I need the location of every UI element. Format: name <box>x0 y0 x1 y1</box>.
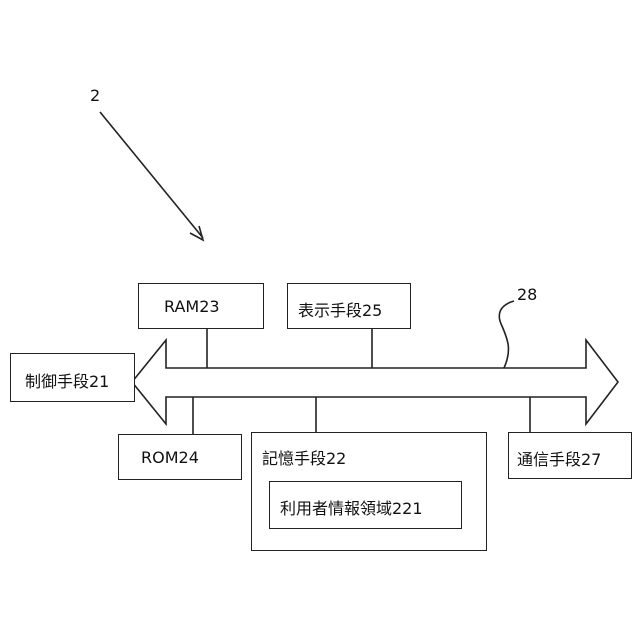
comm-block: 通信手段27 <box>508 432 632 479</box>
user-info-area-label: 利用者情報領域221 <box>280 495 423 519</box>
ram-block: RAM23 <box>138 283 264 329</box>
comm-label: 通信手段27 <box>517 446 601 470</box>
storage-block: 記憶手段22 利用者情報領域221 <box>251 432 487 551</box>
rom-block: ROM24 <box>118 434 242 480</box>
user-info-area-block: 利用者情報領域221 <box>269 481 462 529</box>
device-leader-line <box>100 112 203 238</box>
bus-reference-numeral: 28 <box>517 285 537 304</box>
control-label: 制御手段21 <box>25 368 109 392</box>
device-reference-numeral: 2 <box>90 86 100 105</box>
control-block: 制御手段21 <box>10 353 135 402</box>
rom-label: ROM24 <box>141 448 199 467</box>
display-block: 表示手段25 <box>287 283 411 329</box>
bus-leader-line <box>499 301 514 368</box>
storage-label: 記憶手段22 <box>262 445 346 469</box>
device-leader-arrowhead <box>190 226 203 240</box>
bus-arrow <box>132 340 618 424</box>
ram-label: RAM23 <box>164 297 220 316</box>
display-label: 表示手段25 <box>298 297 382 321</box>
